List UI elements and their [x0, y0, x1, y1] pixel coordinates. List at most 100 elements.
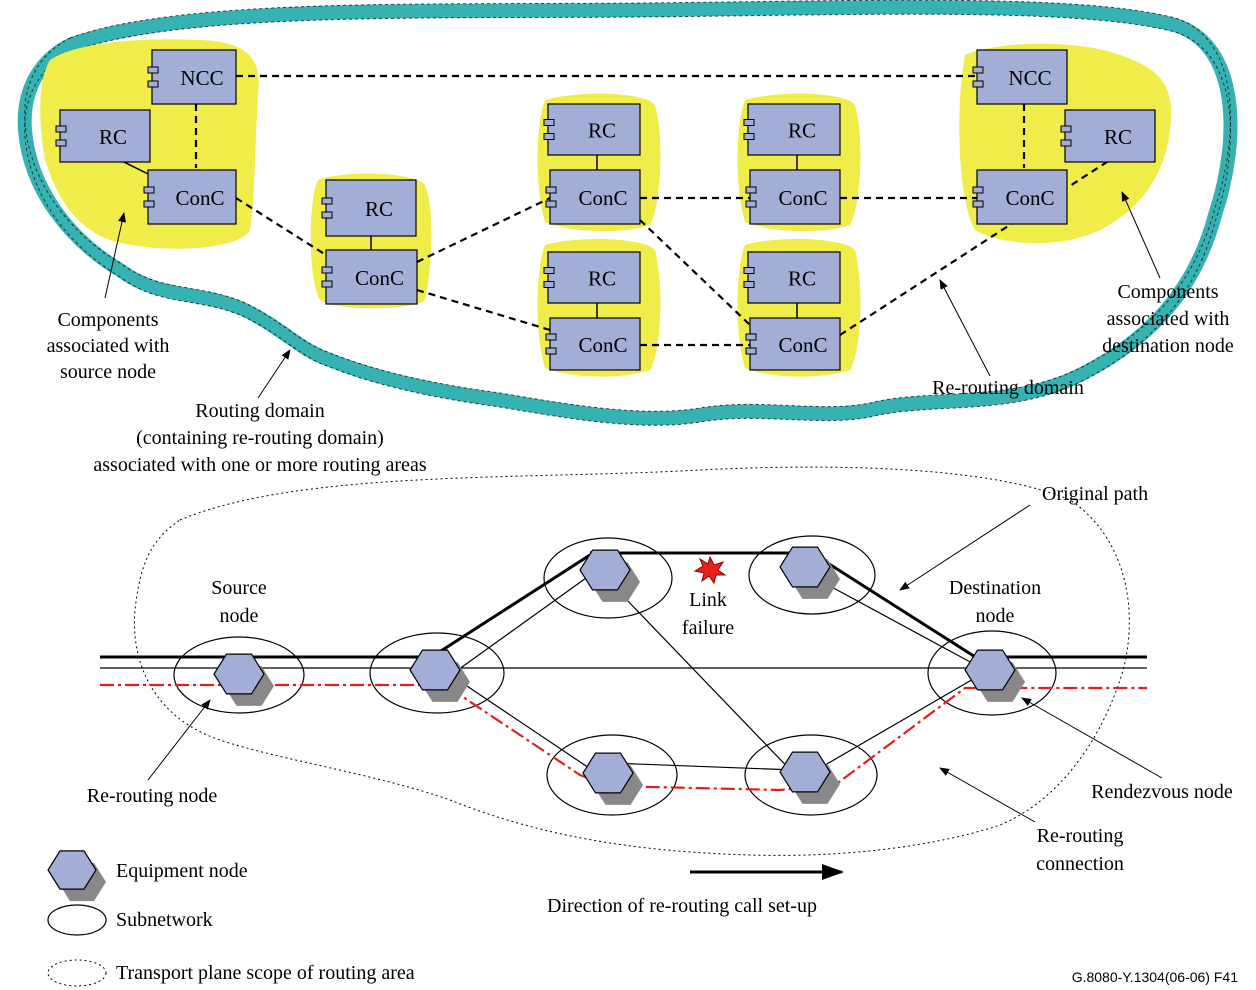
routing-domain-line-1: Routing domain	[195, 400, 324, 422]
dest-ncc-box-label: NCC	[1008, 66, 1051, 90]
transport-plane-scope	[133, 466, 1130, 856]
mid5-conc-box-tab-bottom	[745, 347, 757, 355]
source-ncc-box-label: NCC	[180, 66, 223, 90]
dest-ncc-box: NCC	[972, 49, 1068, 105]
source-rc-box-tab-top	[55, 125, 67, 133]
node-source-hex	[213, 653, 265, 695]
dest-conc-box-tab-bottom	[972, 200, 984, 208]
routing-domain-band	[17, 0, 1238, 426]
node-reroute-hex	[409, 649, 461, 691]
source-conc-box-tab-bottom	[143, 200, 155, 208]
mid4-conc-box-label: ConC	[578, 333, 627, 357]
mid3-rc-box-tab-bottom	[743, 133, 755, 140]
subnetwork-source	[173, 636, 305, 714]
equipment-nodes	[213, 546, 1025, 805]
bottom-labels: Original path Source node Link failure D…	[87, 483, 1233, 917]
source-rc-box-rect	[59, 109, 151, 163]
source-conc-box-rect	[147, 169, 237, 225]
legend-subnetwork-label: Subnetwork	[116, 909, 213, 931]
source-ncc-box: NCC	[147, 49, 237, 105]
source-components-line-1: Components	[57, 309, 158, 331]
mid5-rc-box: RC	[743, 251, 841, 304]
dest-ncc-box-tab-bottom	[972, 80, 984, 88]
mid2-rc-box-tab-bottom	[543, 133, 555, 140]
dest-components-line-2: associated with	[1107, 308, 1230, 330]
source-rc-box-label: RC	[99, 125, 127, 149]
dest-rc-box-tab-bottom	[1060, 139, 1072, 147]
dest-conc-box-label: ConC	[1005, 186, 1054, 210]
dest-rc-box-label: RC	[1104, 125, 1132, 149]
source-rc-box-tab-bottom	[55, 139, 67, 147]
mid4-conc-box-tab-top	[545, 333, 557, 341]
mid2-rc-box-tab-top	[543, 119, 555, 126]
subnetwork-bottom-left	[546, 734, 678, 816]
mid2-conc-box-rect	[549, 169, 641, 225]
mid4-conc-box-tab-bottom	[545, 347, 557, 355]
node-bottom-right-hex	[779, 751, 831, 793]
mid4-rc-box-tab-bottom	[543, 281, 555, 288]
subnetwork-top-right	[748, 535, 876, 615]
node-top-left	[579, 549, 640, 602]
mid4-rc-box-label: RC	[588, 267, 616, 291]
source-node-line-1: Source	[211, 577, 267, 599]
rerouting-connection-line-2: connection	[1036, 853, 1124, 875]
source-ncc-box-tab-bottom	[147, 80, 159, 88]
link-failure-line-1: Link	[689, 589, 727, 611]
mid3-conc-box-rect	[749, 169, 841, 225]
original-path-label: Original path	[1042, 483, 1148, 505]
dest-conc-box-tab-top	[972, 186, 984, 194]
node-bottom-left	[582, 752, 643, 805]
dest-components-line-1: Components	[1117, 281, 1218, 303]
node-reroute	[409, 649, 470, 702]
mid1-rc-box: RC	[321, 179, 417, 237]
mid2-rc-box-label: RC	[588, 119, 616, 143]
mid4-conc-box: ConC	[545, 317, 641, 371]
mid2-conc-box: ConC	[545, 169, 641, 225]
mid3-conc-box: ConC	[745, 169, 841, 225]
rendezvous-node-label: Rendezvous node	[1091, 781, 1233, 803]
source-rc-box: RC	[55, 109, 151, 163]
subnetworks	[173, 535, 1057, 816]
dest-conc-box-rect	[976, 169, 1068, 225]
mid5-rc-box-tab-top	[743, 267, 755, 274]
mid3-conc-box-tab-top	[745, 186, 757, 194]
component-boxes: NCC RC ConC RC ConC RC ConC RC ConC RC ConC RC ConC N…	[55, 49, 1156, 371]
mid1-conc-box: ConC	[321, 249, 418, 305]
legend: Equipment node Subnetwork Transport plan…	[47, 850, 415, 987]
source-components-line-2: associated with	[47, 335, 170, 357]
dest-rc-box: RC	[1060, 109, 1156, 163]
subnetwork-reroute	[369, 632, 505, 714]
legend-transport-scope-icon	[47, 959, 107, 987]
mid4-conc-box-rect	[549, 317, 641, 371]
legend-equipment-node-icon	[47, 850, 106, 902]
mid5-rc-box-rect	[747, 251, 841, 304]
source-components-line-3: source node	[60, 361, 156, 383]
original-path-line	[100, 551, 1147, 662]
mid4-rc-box-tab-top	[543, 267, 555, 274]
mid2-rc-box: RC	[543, 103, 641, 156]
rerouting-node-label: Re-routing node	[87, 785, 218, 807]
node-top-right	[779, 546, 840, 599]
mid5-conc-box: ConC	[745, 317, 841, 371]
mid5-rc-box-tab-bottom	[743, 281, 755, 288]
mid3-rc-box-tab-top	[743, 119, 755, 126]
dest-conc-box: ConC	[972, 169, 1068, 225]
node-top-right-hex	[779, 546, 831, 588]
mid1-rc-box-tab-bottom	[321, 211, 333, 219]
direction-label: Direction of re-routing call set-up	[547, 895, 817, 917]
mid2-conc-box-tab-top	[545, 186, 557, 194]
mid1-conc-box-tab-bottom	[321, 280, 333, 288]
node-destination-hex	[964, 649, 1016, 691]
rerouting-connection-line-1: Re-routing	[1037, 825, 1124, 847]
source-conc-box: ConC	[143, 169, 237, 225]
mid3-rc-box: RC	[743, 103, 841, 156]
mid2-conc-box-label: ConC	[578, 186, 627, 210]
routing-domain-line-3: associated with one or more routing area…	[93, 454, 426, 476]
dest-components-line-3: destination node	[1102, 335, 1234, 357]
mid3-rc-box-label: RC	[788, 119, 816, 143]
mid1-conc-box-label: ConC	[355, 266, 404, 290]
mid4-rc-box: RC	[543, 251, 641, 304]
legend-subnetwork-icon	[47, 904, 107, 936]
